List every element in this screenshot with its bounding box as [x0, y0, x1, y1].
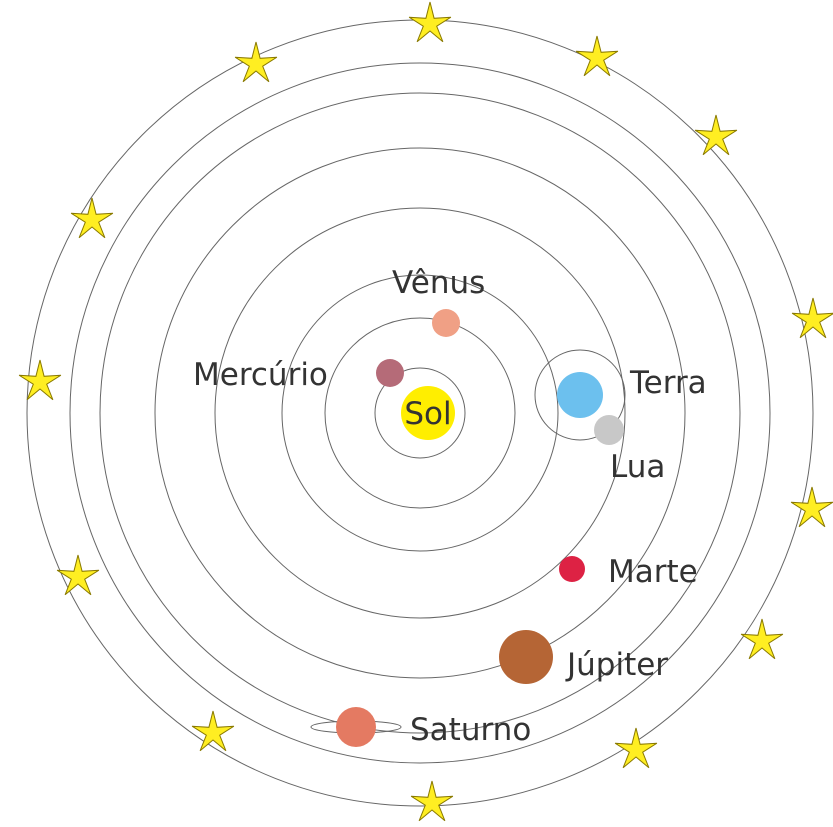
planet-venus [432, 309, 460, 337]
sun-label: Sol [404, 396, 451, 432]
star-icon [575, 35, 619, 77]
star-icon [410, 780, 454, 822]
star-icon [740, 618, 784, 660]
orbit-marte [154, 147, 686, 679]
orbit-jupiter [99, 92, 741, 734]
orbit-lua [534, 349, 626, 441]
label-jupiter: Júpiter [565, 647, 668, 683]
orbit-saturno [69, 62, 771, 764]
label-venus: Vênus [392, 265, 485, 301]
label-terra: Terra [629, 365, 707, 401]
orbit-mercurio [324, 317, 516, 509]
planet-saturno [336, 707, 376, 747]
star-icon [791, 297, 833, 339]
star-icon [790, 486, 833, 528]
star-icon [191, 710, 235, 752]
star-icon [234, 41, 278, 83]
star-icon [694, 114, 738, 156]
sun-disc [401, 386, 455, 440]
label-lua: Lua [610, 449, 665, 485]
star-icon [614, 727, 658, 769]
label-saturno: Saturno [410, 712, 531, 748]
orbit-venus [281, 274, 559, 552]
planet-lua [594, 415, 624, 445]
star-icon [70, 197, 114, 239]
planet-jupiter [499, 630, 553, 684]
label-marte: Marte [608, 554, 698, 590]
planet-mercurio [376, 359, 404, 387]
fixed-stars [18, 1, 833, 822]
orbit-terra [214, 207, 626, 619]
planet-marte [559, 556, 585, 582]
star-icon [56, 554, 100, 596]
planet-terra [557, 372, 603, 418]
label-mercurio: Mercúrio [193, 357, 328, 393]
star-icon [408, 1, 452, 43]
orbit-sun [374, 367, 466, 459]
star-icon [18, 359, 62, 401]
